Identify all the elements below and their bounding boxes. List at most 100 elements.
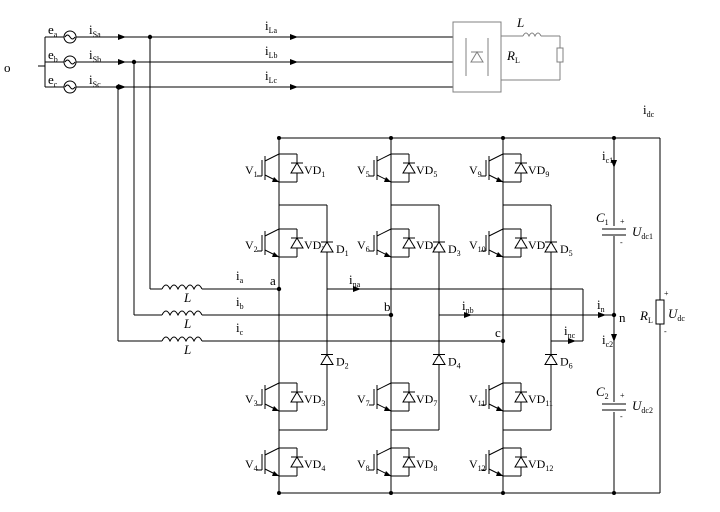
switch-label: V11 <box>469 392 485 408</box>
ina-label: ina <box>349 272 361 289</box>
ic1-label: ic1 <box>602 148 613 165</box>
svg-text:ec: ec <box>48 72 58 89</box>
in-label: in <box>597 297 605 314</box>
igbt-switch-v7: V7 VD7 <box>357 367 437 427</box>
antiparallel-diode-label: VD3 <box>304 392 325 408</box>
udc-plus: + <box>664 289 669 298</box>
node-b-label: b <box>384 299 391 314</box>
ic2-arrow <box>611 334 617 342</box>
svg-text:iSb: iSb <box>89 47 101 64</box>
switch-label: V7 <box>357 392 370 408</box>
c1-minus: - <box>620 238 623 247</box>
ic1-arrow <box>611 160 617 168</box>
svg-text:iSa: iSa <box>89 22 101 39</box>
igbt-switch-v2: V2VD2 <box>245 213 325 273</box>
dc-load-r-label: RL <box>639 308 653 325</box>
filter-inductors <box>118 284 503 343</box>
switch-label: V9 <box>469 163 482 179</box>
filter-l-a: L <box>183 290 191 305</box>
c2-label: C2 <box>596 384 609 401</box>
antiparallel-diode-label: VD1 <box>304 163 325 179</box>
svg-text:eb: eb <box>48 47 58 64</box>
switch-label: V2 <box>245 238 258 254</box>
load-current-labels: iLa iLb iLc <box>265 18 278 85</box>
antiparallel-diode-label: VD9 <box>528 163 549 179</box>
clamp-diode-lower: D6 <box>544 289 573 430</box>
switch-label: V5 <box>357 163 370 179</box>
c1-label: C1 <box>596 210 609 227</box>
capacitor-c2 <box>600 402 628 412</box>
igbt-switch-v4: V4 VD4 <box>245 432 325 492</box>
igbt-switch-v11: V11 VD11 <box>469 367 553 427</box>
svg-text:iSc: iSc <box>89 72 101 89</box>
clamp-diode-lower: D4 <box>432 289 461 430</box>
udc-label: Udc <box>668 306 685 323</box>
igbt-switch-v6: V6VD6 <box>357 213 437 273</box>
clamp-diode-upper: D1 <box>320 205 349 289</box>
switch-label: V12 <box>469 457 486 473</box>
neutral-o-label: o <box>4 60 11 75</box>
antiparallel-diode-label: VD11 <box>528 392 553 408</box>
inb-label: inb <box>462 298 474 315</box>
capacitor-c1 <box>600 226 628 236</box>
diode-rectifier-block <box>452 21 564 93</box>
filter-l-b: L <box>183 316 191 331</box>
clamp-diode-label: D5 <box>560 242 573 258</box>
ia-label: ia <box>236 268 244 285</box>
igbt-switch-v10: V10VD10 <box>469 213 553 273</box>
switch-label: V6 <box>357 238 370 254</box>
node-c-label: c <box>495 325 501 340</box>
neutral-n-label: n <box>619 310 626 325</box>
clamp-diode-label: D6 <box>560 355 573 371</box>
udc1-label: Udc1 <box>632 224 653 241</box>
igbt-switch-v5: V5 VD5 <box>357 138 437 198</box>
svg-text:iLc: iLc <box>265 68 278 85</box>
udc-minus: - <box>664 327 667 336</box>
ac-source-b <box>63 55 77 69</box>
antiparallel-diode-label: VD5 <box>416 163 437 179</box>
clamp-diode-lower: D2 <box>320 289 349 430</box>
dc-current-label: idc <box>643 102 655 119</box>
clamp-diode-label: D4 <box>448 355 461 371</box>
igbt-switch-v3: V3 VD3 <box>245 367 325 427</box>
antiparallel-diode-label: VD8 <box>416 457 437 473</box>
ac-source-a <box>63 30 77 44</box>
ib-label: ib <box>236 294 244 311</box>
antiparallel-diode-label: VD4 <box>304 457 325 473</box>
node-a-label: a <box>270 273 276 288</box>
antiparallel-diode-label: VD7 <box>416 392 437 408</box>
filter-l-c: L <box>183 342 191 357</box>
switch-label: V4 <box>245 457 258 473</box>
clamp-diode-label: D1 <box>336 242 349 258</box>
antiparallel-diode-label: VD12 <box>528 457 553 473</box>
igbt-switch-v9: V9 VD9 <box>469 138 549 198</box>
ic2-label: ic2 <box>602 332 613 349</box>
clamp-diode-label: D3 <box>448 242 461 258</box>
ac-source-c <box>63 80 77 94</box>
ic-label: ic <box>236 320 244 337</box>
dc-load-resistor <box>655 299 665 325</box>
c2-plus: + <box>620 391 625 400</box>
switch-label: V8 <box>357 457 370 473</box>
rectifier-resistor-label: RL <box>506 48 520 65</box>
source-current-arrows <box>118 34 298 90</box>
udc2-label: Udc2 <box>632 398 653 415</box>
neutral-clamp-lines <box>327 286 614 344</box>
igbt-switch-v12: V12 VD12 <box>469 432 553 492</box>
switch-label: V3 <box>245 392 258 408</box>
inc-label: inc <box>564 323 576 340</box>
grid-wiring <box>38 34 453 341</box>
switch-label: V10 <box>469 238 486 254</box>
svg-text:iLa: iLa <box>265 18 278 35</box>
clamp-diode-label: D2 <box>336 355 349 371</box>
svg-text:iLb: iLb <box>265 43 278 60</box>
inverter-legs: V1VD1V2VD2V3VD3V4VD4D1D2V5VD5V6VD6V7VD7V… <box>245 138 573 493</box>
svg-text:ea: ea <box>48 22 58 39</box>
c2-minus: - <box>620 412 623 421</box>
clamp-diode-upper: D3 <box>432 205 461 289</box>
c1-plus: + <box>620 217 625 226</box>
source-labels: ea eb ec iSa iSb iSc <box>48 22 101 89</box>
